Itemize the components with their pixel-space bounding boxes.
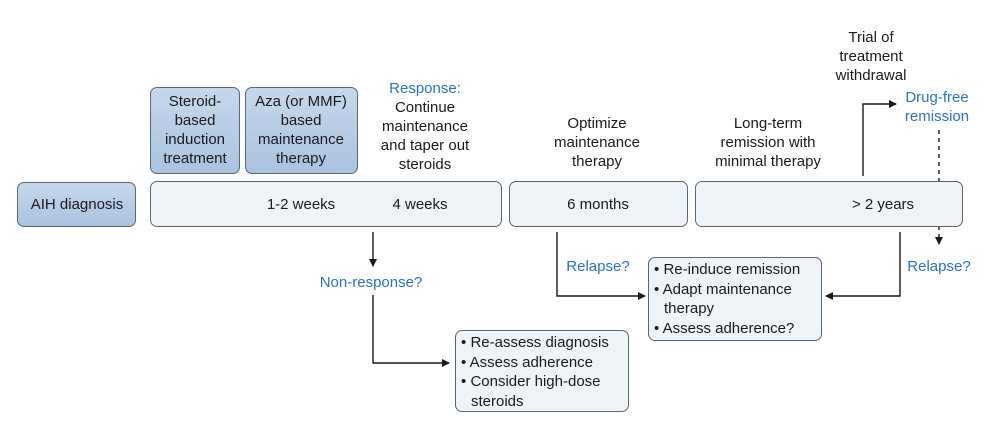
aza-line-1: Aza (or MMF) xyxy=(255,93,347,110)
continue-line-2: maintenance xyxy=(382,118,468,135)
timeline-4-weeks: 4 weeks xyxy=(392,196,448,213)
steroid-induction-box xyxy=(150,87,240,174)
steroid-line-1: Steroid- xyxy=(168,93,222,110)
trial-line-2: treatment xyxy=(839,48,903,65)
response-label: Response: xyxy=(389,80,461,97)
trial-line-3: withdrawal xyxy=(835,67,907,84)
steroid-line-3: induction xyxy=(164,131,226,148)
drugfree-line-2: remission xyxy=(904,108,970,125)
relapse-left-label: Relapse? xyxy=(566,258,630,275)
drugfree-line-1: Drug-free xyxy=(905,89,969,106)
optimize-line-1: Optimize xyxy=(567,115,627,132)
arrow-to-reassess xyxy=(372,295,450,367)
aza-line-3: maintenance xyxy=(258,131,344,148)
longterm-line-3: minimal therapy xyxy=(715,153,821,170)
reassess-item-1: • Re-assess diagnosis xyxy=(461,334,609,351)
reassess-box xyxy=(455,330,629,412)
trial-line-1: Trial of xyxy=(848,29,894,46)
arrow-right-relapse xyxy=(825,232,901,300)
aih-diagnosis-label: AIH diagnosis xyxy=(30,196,124,213)
optimize-line-2: maintenance xyxy=(554,134,640,151)
reinduce-item-1: • Re-induce remission xyxy=(654,261,801,278)
arrow-to-drugfree xyxy=(862,100,897,176)
nonresponse-label: Non-response? xyxy=(319,274,423,291)
arrow-left-relapse xyxy=(556,232,646,300)
reinduce-box xyxy=(648,257,822,341)
reinduce-list: • Re-induce remission • Adapt maintenanc… xyxy=(654,260,800,338)
steroid-line-2: based xyxy=(174,112,216,129)
optimize-line-3: therapy xyxy=(571,153,623,170)
reinduce-item-2-cont: therapy xyxy=(664,300,715,317)
continue-line-3: and taper out xyxy=(380,137,470,154)
steroid-line-4: treatment xyxy=(163,150,227,167)
timeline-segment-long xyxy=(695,181,963,227)
timeline-segment-6-months xyxy=(509,181,688,227)
longterm-line-1: Long-term xyxy=(733,115,803,132)
reinduce-item-2: • Adapt maintenance xyxy=(654,280,792,298)
reassess-item-3: • Consider high-dose xyxy=(461,373,601,390)
continue-line-4: steroids xyxy=(398,156,452,173)
timeline-segment-early xyxy=(150,181,502,227)
reassess-item-3-cont: steroids xyxy=(471,392,524,410)
timeline-2-years: > 2 years xyxy=(851,196,915,213)
timeline-6-months: 6 months xyxy=(567,196,629,213)
reassess-list: • Re-assess diagnosis • Assess adherence… xyxy=(461,333,609,411)
timeline-1-2-weeks: 1-2 weeks xyxy=(266,196,336,213)
aza-line-4: therapy xyxy=(275,150,327,167)
reinduce-item-3: • Assess adherence? xyxy=(654,319,795,337)
aza-maintenance-box xyxy=(245,87,358,174)
longterm-line-2: remission with xyxy=(720,134,816,151)
aza-line-2: based xyxy=(280,112,322,129)
continue-line-1: Continue xyxy=(394,99,456,116)
reassess-item-2: • Assess adherence xyxy=(461,353,594,371)
aih-diagnosis-box xyxy=(17,182,136,227)
relapse-right-label: Relapse? xyxy=(907,258,971,275)
